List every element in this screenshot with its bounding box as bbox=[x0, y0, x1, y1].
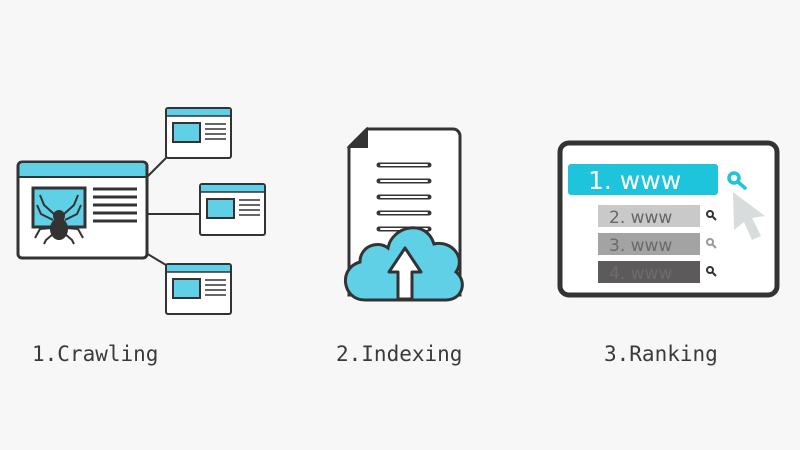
indexing-icon bbox=[343, 126, 464, 302]
step-label-crawling: 1.Crawling bbox=[32, 342, 158, 366]
linked-page-3 bbox=[165, 263, 232, 315]
step-label-indexing: 2.Indexing bbox=[336, 342, 462, 366]
result-2-text: 2. www bbox=[609, 208, 672, 228]
result-3-text: 3. www bbox=[609, 236, 672, 256]
step-label-ranking: 3.Ranking bbox=[604, 342, 718, 366]
result-4-bar bbox=[598, 261, 700, 283]
search-icon bbox=[706, 266, 717, 277]
upload-arrow-icon bbox=[387, 246, 423, 301]
linked-page-1 bbox=[165, 107, 232, 159]
result-4-text: 4. www bbox=[609, 264, 672, 284]
search-icon bbox=[706, 238, 717, 249]
search-icon bbox=[727, 171, 747, 190]
result-1-text: 1. www bbox=[588, 166, 681, 195]
ranking-icon: 1. www 2. www 3. www 4. www bbox=[557, 140, 780, 298]
result-1-bar bbox=[568, 164, 718, 195]
main-browser-window bbox=[16, 160, 149, 260]
spider-icon bbox=[34, 194, 84, 245]
result-3-bar bbox=[598, 233, 700, 255]
crawling-icon bbox=[16, 107, 266, 315]
linked-page-2 bbox=[199, 183, 266, 236]
connector-lines bbox=[145, 157, 200, 266]
cursor-icon bbox=[733, 192, 765, 240]
cloud-upload-icon bbox=[343, 226, 464, 302]
result-2-bar bbox=[598, 205, 700, 227]
search-icon bbox=[706, 210, 717, 221]
